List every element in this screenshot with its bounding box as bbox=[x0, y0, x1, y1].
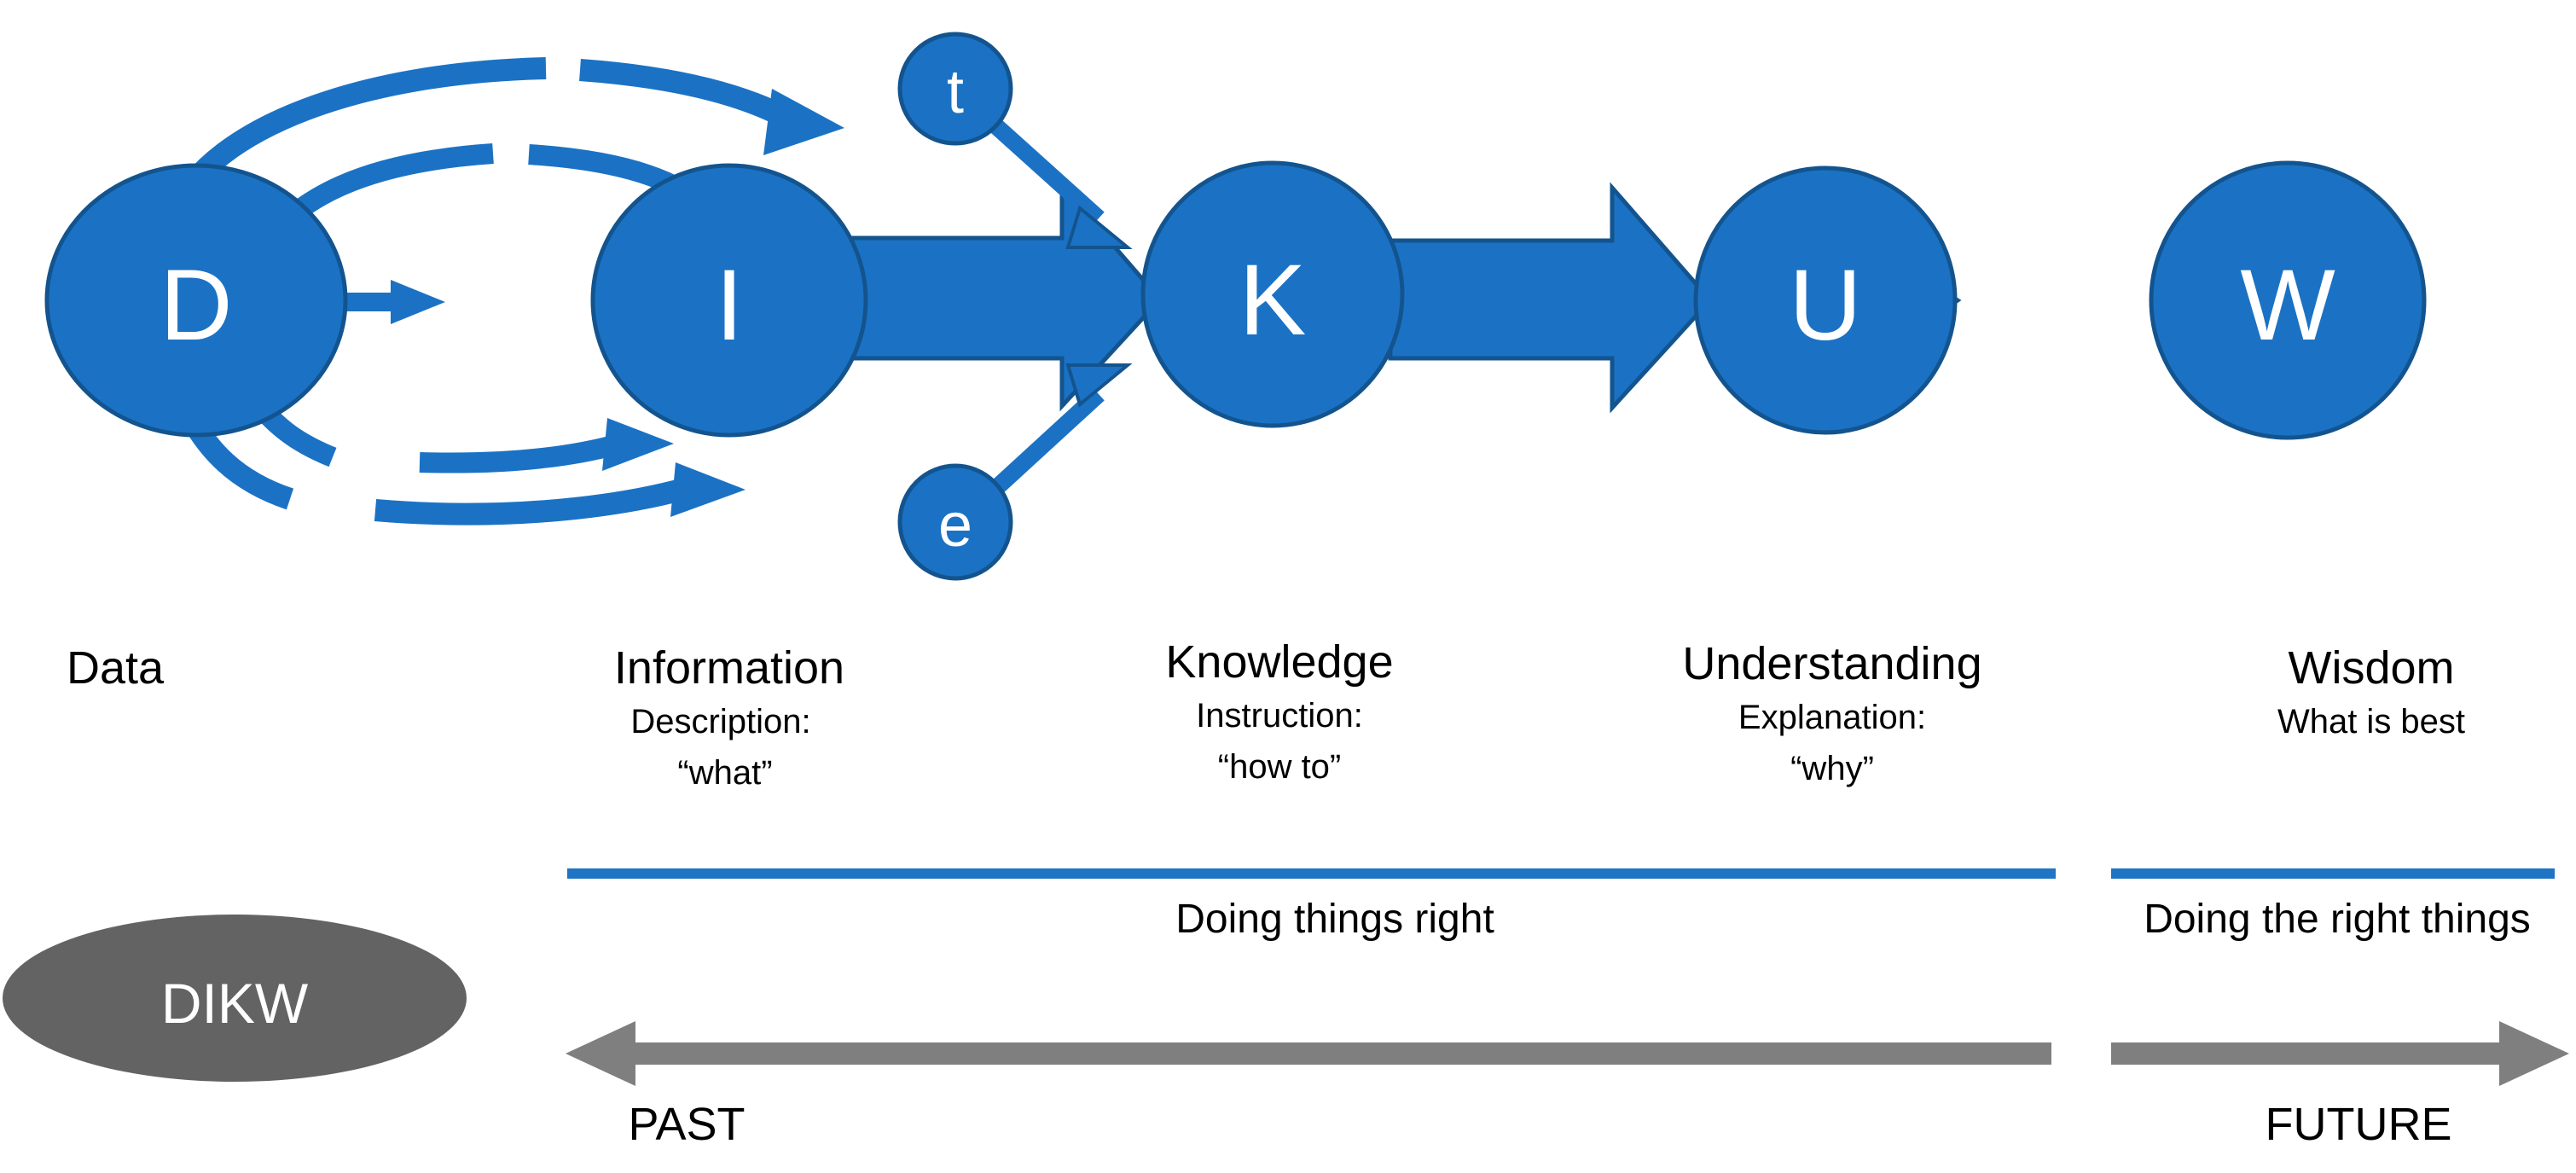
stage-label-knowledge: Knowledge bbox=[1165, 636, 1394, 688]
node-understanding-letter: U bbox=[1789, 249, 1861, 362]
stage-label-information: Information bbox=[613, 642, 845, 694]
node-information-letter: I bbox=[716, 249, 744, 362]
stage-quote-understanding: “why” bbox=[1790, 750, 1874, 787]
phase-label-doing-things-right: Doing things right bbox=[1175, 897, 1494, 942]
timeline-label-future: FUTURE bbox=[2265, 1099, 2452, 1150]
node-e-letter: e bbox=[938, 491, 972, 560]
phase-divider-right bbox=[2111, 868, 2555, 879]
stage-kind-information: Description: bbox=[630, 703, 811, 740]
stage-kind-wisdom: What is best bbox=[2277, 703, 2466, 740]
node-t[interactable]: t bbox=[897, 32, 1013, 146]
node-t-letter: t bbox=[947, 58, 964, 126]
arrow-t-to-knowledge bbox=[990, 119, 1133, 249]
node-understanding[interactable]: U bbox=[1693, 165, 1958, 435]
node-e[interactable]: e bbox=[897, 463, 1013, 581]
node-information[interactable]: I bbox=[590, 163, 868, 438]
node-knowledge-letter: K bbox=[1239, 244, 1307, 357]
stage-quote-information: “what” bbox=[677, 754, 773, 792]
stage-label-wisdom: Wisdom bbox=[2288, 642, 2455, 694]
stage-label-understanding: Understanding bbox=[1682, 638, 1982, 689]
timeline-arrow-future bbox=[2111, 1021, 2569, 1086]
arrow-knowledge-to-understanding bbox=[1388, 182, 1714, 414]
arrow-e-to-knowledge bbox=[990, 363, 1133, 495]
phase-label-doing-the-right-things: Doing the right things bbox=[2144, 897, 2531, 942]
dikw-badge[interactable]: DIKW bbox=[3, 915, 467, 1082]
dikw-badge-label: DIKW bbox=[161, 972, 309, 1035]
timeline-arrow-past bbox=[566, 1021, 2051, 1086]
stage-label-data: Data bbox=[66, 642, 165, 694]
node-knowledge[interactable]: K bbox=[1140, 160, 1405, 428]
stage-quote-knowledge: “how to” bbox=[1217, 748, 1342, 786]
stage-kind-understanding: Explanation: bbox=[1738, 699, 1927, 736]
phase-divider-left bbox=[567, 868, 2056, 879]
node-wisdom-letter: W bbox=[2240, 249, 2335, 362]
node-data-letter: D bbox=[160, 249, 232, 362]
node-data[interactable]: D bbox=[44, 163, 348, 438]
stage-kind-knowledge: Instruction: bbox=[1196, 697, 1363, 735]
timeline-label-past: PAST bbox=[628, 1099, 746, 1150]
node-wisdom[interactable]: W bbox=[2149, 160, 2427, 440]
